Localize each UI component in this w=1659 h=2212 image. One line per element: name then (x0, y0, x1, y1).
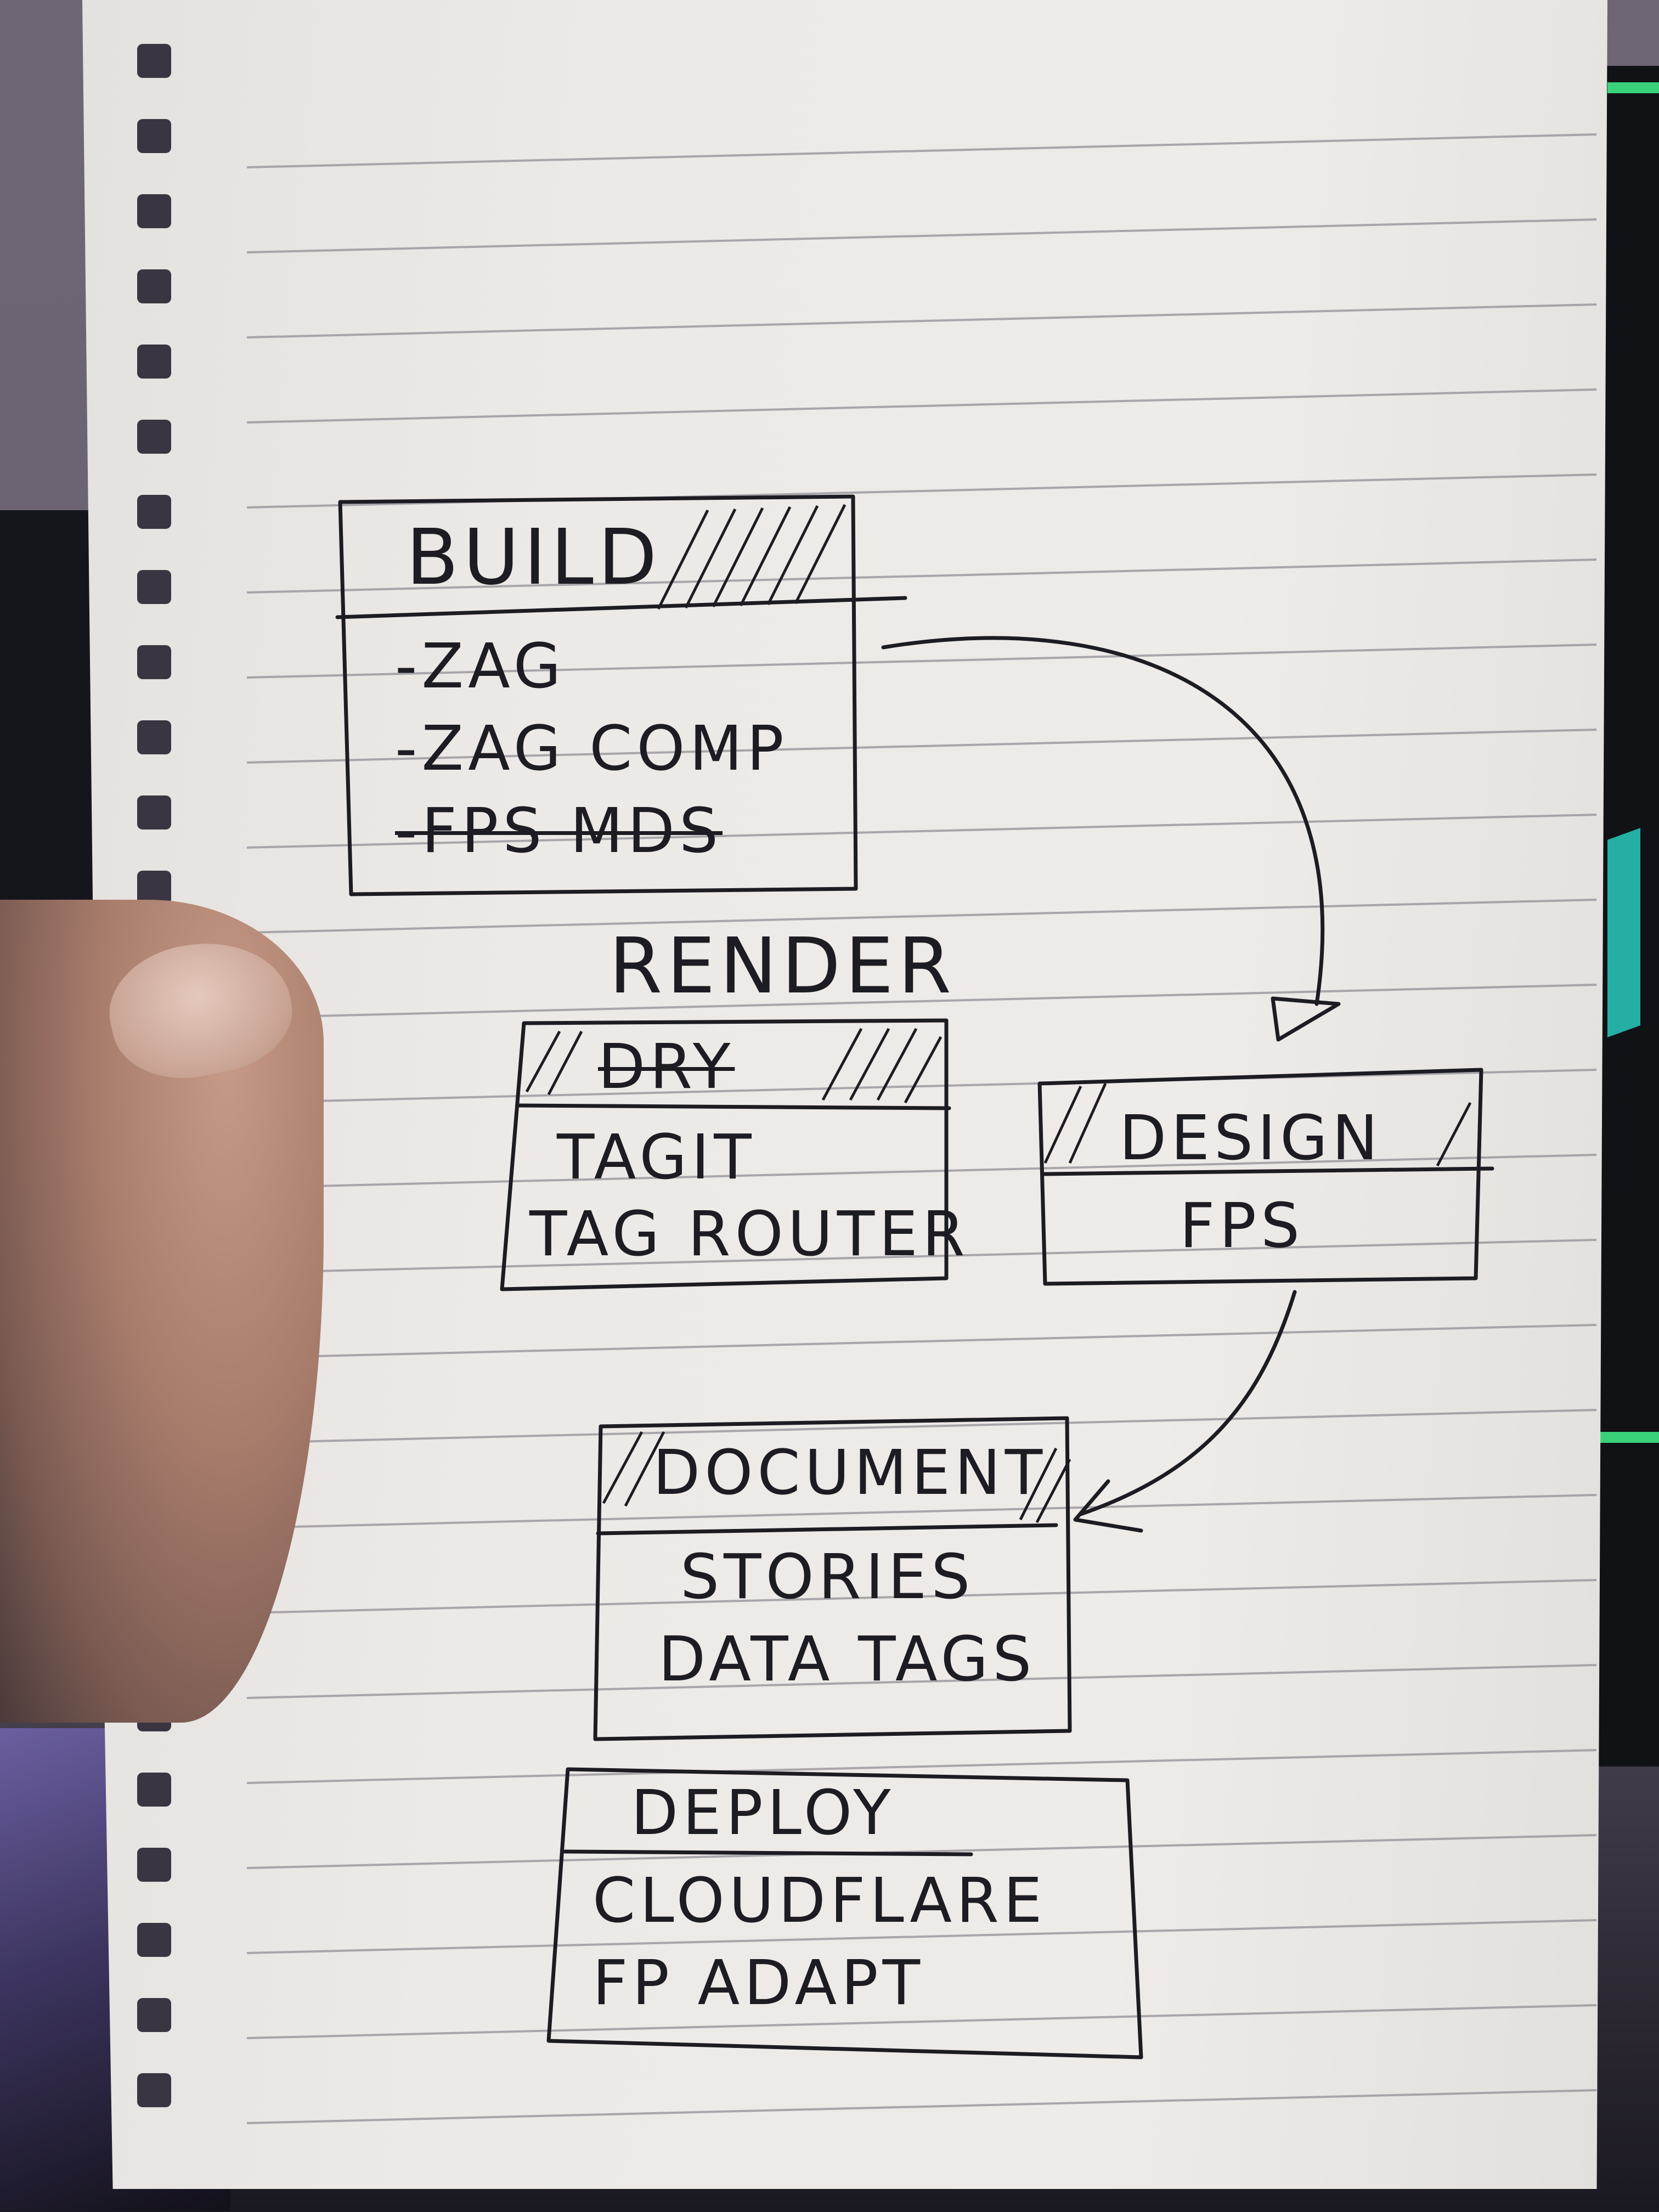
arrow-design-to-document (1079, 1290, 1297, 1516)
design-item: FPS (1180, 1190, 1305, 1262)
deploy-item: FP ADAPT (592, 1948, 925, 2019)
deploy-item: CLOUDFLARE (592, 1865, 1047, 1937)
build-item: -ZAG (395, 631, 566, 702)
ruled-line (246, 814, 1597, 849)
ruled-line (246, 1239, 1597, 1274)
ruled-line (246, 133, 1597, 168)
build-header-hatch (657, 504, 847, 610)
deploy-title: DEPLOY (631, 1778, 895, 1849)
ruled-line (246, 218, 1597, 253)
document-box (593, 1416, 1072, 1741)
spiral-hole (137, 420, 171, 454)
build-item-crossed-out: -FPS MDS (395, 795, 723, 867)
spiral-hole (137, 495, 171, 529)
render-title-crossed-out: DRY (598, 1031, 735, 1103)
spiral-hole (137, 1848, 171, 1882)
spiral-hole (137, 1998, 171, 2032)
spiral-hole (137, 269, 171, 303)
spiral-hole (137, 1773, 171, 1807)
ruled-line (246, 644, 1597, 679)
spiral-hole (137, 119, 171, 153)
ruled-line (246, 1919, 1597, 1954)
spiral-hole (137, 44, 171, 78)
deploy-box (546, 1767, 1143, 2059)
deploy-header-divider (563, 1849, 973, 1857)
design-header-hatch (1043, 1082, 1472, 1167)
arrowhead (1073, 1479, 1143, 1533)
ruled-line (246, 899, 1597, 934)
document-item: STORIES (680, 1542, 975, 1613)
design-header-divider (1040, 1166, 1494, 1176)
arrow-build-to-design (881, 636, 1324, 1006)
render-item: TAG ROUTER (529, 1199, 969, 1270)
ruled-line (246, 729, 1597, 764)
design-box (1037, 1068, 1483, 1286)
ruled-line (246, 1579, 1597, 1614)
ruled-line (246, 2004, 1597, 2039)
ruled-line (246, 2089, 1597, 2124)
ruled-line (246, 1409, 1597, 1444)
spiral-hole (137, 645, 171, 679)
ruled-line (246, 1069, 1597, 1104)
spiral-hole (137, 720, 171, 754)
ruled-line (246, 1664, 1597, 1699)
render-label: RENDER (609, 922, 956, 1011)
build-title: BUILD (406, 513, 662, 602)
ruled-line (246, 1749, 1597, 1784)
spiral-hole (137, 194, 171, 228)
render-box (500, 1018, 949, 1291)
ruled-line (246, 1324, 1597, 1359)
spiral-hole (137, 570, 171, 604)
build-header-divider (335, 596, 907, 619)
spiral-hole (137, 871, 171, 905)
render-item: TAGIT (557, 1122, 756, 1193)
spiral-hole (137, 1923, 171, 1957)
ruled-line (246, 1494, 1597, 1529)
monitor-light-strip (1585, 1432, 1659, 1443)
render-header-hatch (525, 1028, 943, 1104)
arrowhead (1271, 996, 1341, 1042)
monitor-light-strip (1607, 82, 1659, 93)
build-box (338, 494, 858, 896)
spiral-hole (137, 795, 171, 830)
ruled-line (246, 1154, 1597, 1189)
ruled-line (246, 558, 1597, 594)
ruled-line (246, 388, 1597, 424)
ruled-line (246, 1834, 1597, 1869)
spiral-hole (137, 345, 171, 379)
document-item: DATA TAGS (658, 1624, 1036, 1695)
notebook-page (82, 0, 1607, 2189)
build-item: -ZAG COMP (395, 713, 788, 785)
document-title: DOCUMENT (653, 1437, 1047, 1509)
spiral-hole (137, 2073, 171, 2107)
design-title: DESIGN (1119, 1103, 1383, 1174)
ruled-line (246, 303, 1597, 338)
render-header-divider (516, 1103, 951, 1110)
document-header-hatch (602, 1431, 1071, 1523)
document-header-divider (596, 1523, 1058, 1536)
ruled-line (246, 984, 1597, 1019)
